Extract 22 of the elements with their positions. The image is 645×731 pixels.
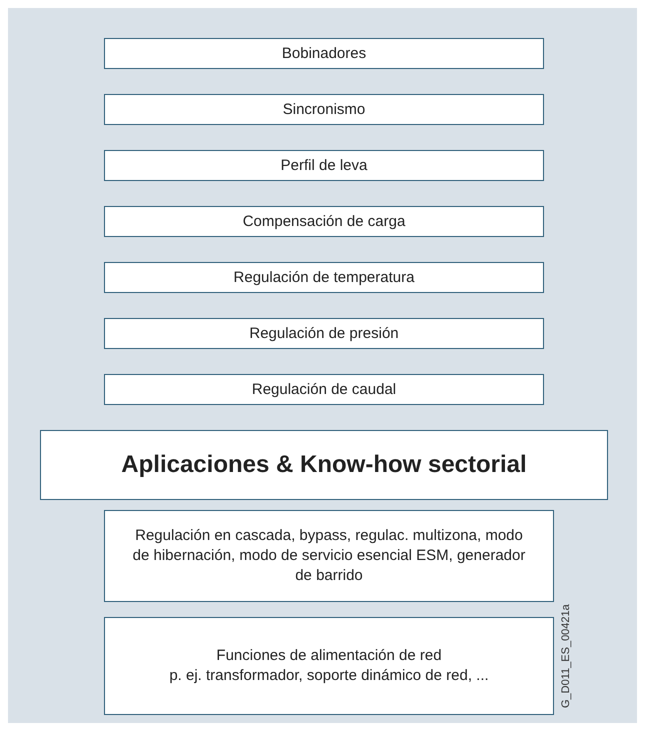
box-text: p. ej. transformador, soporte dinámico de red, ... [169,666,489,686]
heading-box [40,430,608,500]
function-box [104,617,554,715]
box-text: Regulación de caudal [252,380,396,400]
function-box [104,38,544,69]
function-box [104,510,554,602]
box-text: Sincronismo [282,100,366,120]
box-text: Regulación en cascada, bypass, regulac. multizona, modo de hibernación, modo de servicio esencial ESM, generador de barrido [132,526,526,586]
box-text: Funciones de alimentación de red [216,646,442,666]
function-box [104,318,544,349]
box-text: Regulación de temperatura [234,268,414,288]
drawing-number: G_D011_ES_00421a [560,604,572,708]
box-text: Perfil de leva [280,156,368,176]
function-box [104,94,544,125]
box-text: Bobinadores [282,44,366,64]
function-box [104,374,544,405]
heading-text: Aplicaciones & Know-how sectorial [121,450,527,480]
box-text: Compensación de carga [242,212,406,232]
function-box [104,262,544,293]
box-text: Regulación de presión [249,324,399,344]
function-box [104,206,544,237]
function-box [104,150,544,181]
